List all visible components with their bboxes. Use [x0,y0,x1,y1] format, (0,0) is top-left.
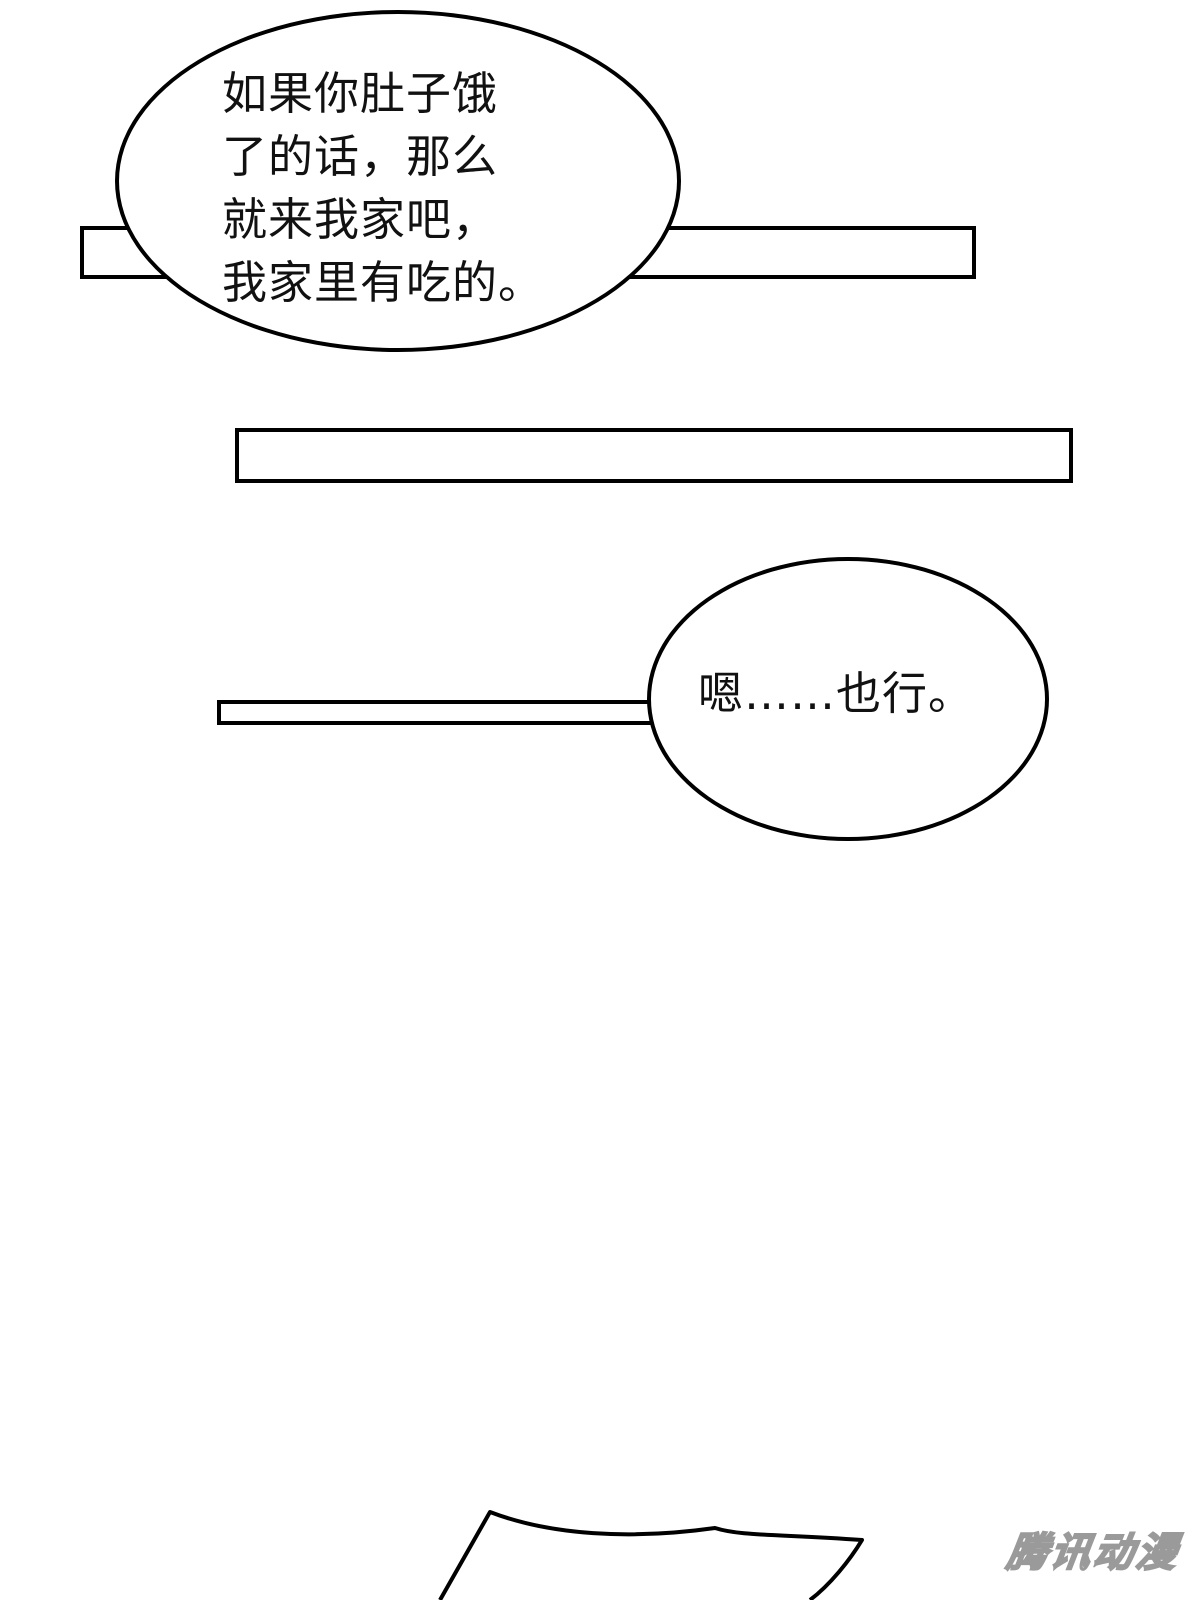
speech-line: 我家里有吃的。 [222,256,545,309]
speech-line: 嗯……也行。 [698,667,975,720]
speech-bubble-2-text: 嗯……也行。 [698,662,974,725]
speech-line: 就来我家吧， [222,193,499,246]
panel-bar-middle [235,428,1073,483]
speech-bubble-1-text: 如果你肚子饿 了的话，那么 就来我家吧， 我家里有吃的。 [222,62,544,314]
panel-bar-lower [217,700,657,725]
speech-bubble-1 [115,10,681,352]
watermark-logo: 腾讯动漫 [1003,1529,1183,1577]
partial-panel-outline [438,1510,864,1600]
speech-bubble-2 [647,557,1049,841]
speech-line: 如果你肚子饿 [222,67,499,120]
speech-line: 了的话，那么 [222,130,499,183]
